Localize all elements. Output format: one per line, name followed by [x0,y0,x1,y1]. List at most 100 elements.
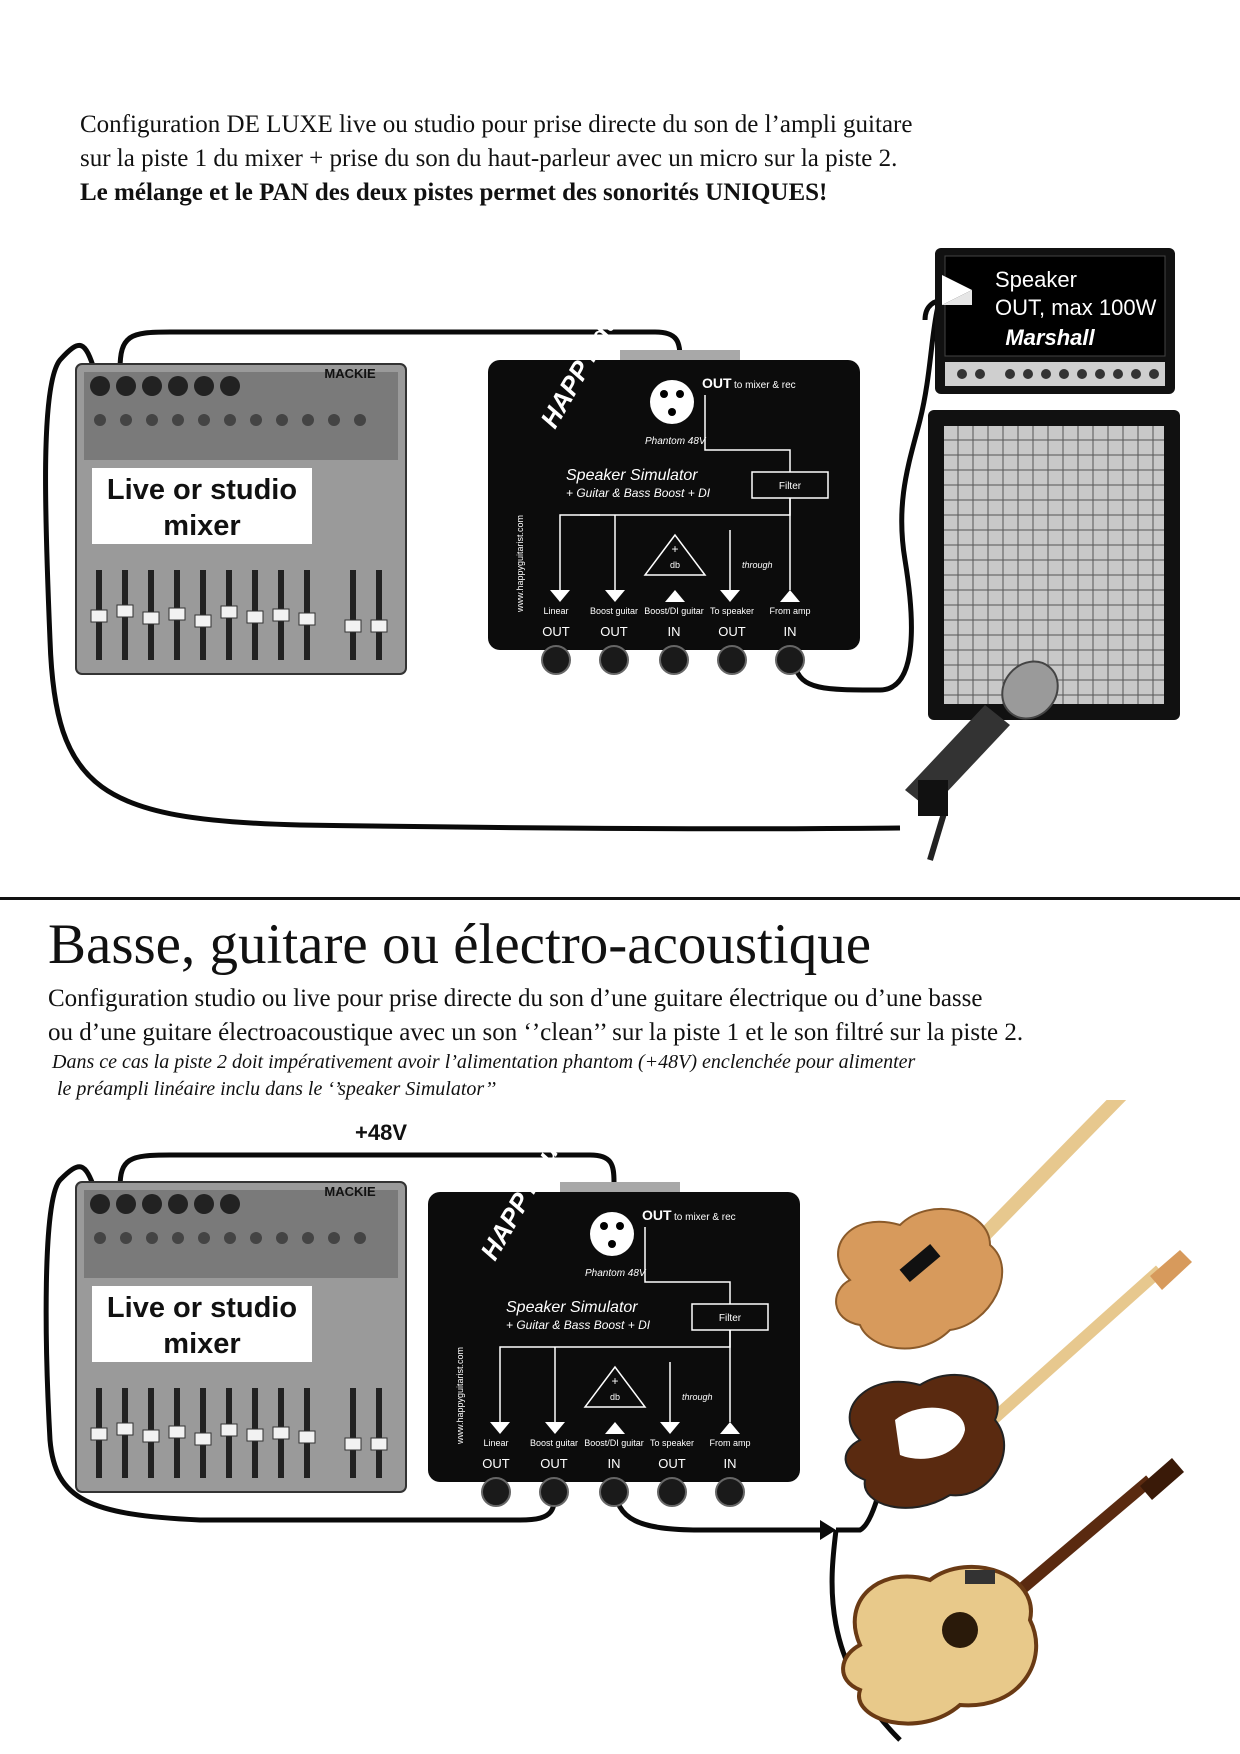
jack-name-1: Linear [543,606,568,616]
intro-text: Configuration DE LUXE live ou studio pou… [80,108,1160,210]
speaker-simulator-bottom: HAPPY guitarist OUT to mixer & rec Phant… [428,1100,800,1507]
cabinet-grille [944,426,1164,704]
amp-knobs [957,369,1159,379]
device-title: Speaker Simulator [566,467,698,484]
electric-pickguard [895,1407,965,1459]
device-body [488,360,860,650]
jack-name-3: Boost/DI guitar [584,1438,644,1448]
para-line-1: Configuration studio ou live pour prise … [48,985,983,1012]
speaker-out-arrow-icon [942,275,972,305]
device-plus: + [671,542,678,556]
bass-guitar-icon [835,1100,1127,1350]
top-diagram: MACKIE Live or studio mixer HAPPY guitar… [43,245,1180,861]
device-plus: + [611,1374,618,1388]
cable-mixer-to-device-out [117,329,683,371]
mixer-label-box [92,1286,312,1362]
acoustic-soundhole [942,1612,978,1648]
device-circuit [499,1227,731,1422]
mixer-brand: MACKIE [324,366,376,381]
speaker-out-arrow-2-icon [942,290,972,305]
xlr-inputs [90,376,240,396]
mixer-knobs [94,414,366,426]
bass-neck [954,1100,1127,1265]
jack-name-5: From amp [709,1438,750,1448]
mixer-input-strip [84,372,398,460]
jack-dir-1: OUT [482,1456,510,1471]
jack-name-2: Boost guitar [530,1438,578,1448]
section-note: Dans ce cas la piste 2 doit impérativeme… [52,1049,1152,1103]
intro-line-2: sur la piste 1 du mixer + prise du son d… [80,145,898,172]
jack-name-4: To speaker [650,1438,694,1448]
device-jack-arrows [490,1422,740,1434]
mixer-label-line1: Live or studio [107,1292,297,1324]
cable-mixer-to-mic [43,342,901,832]
splitter-icon [820,1520,836,1540]
device-out-label: OUT [702,375,732,391]
mixer-input-strip [84,1190,398,1278]
jack-dir-5: IN [784,624,797,639]
acoustic-preamp [965,1570,995,1584]
device-jacks [481,1477,745,1507]
mixer-knobs [94,1232,366,1244]
amp-head: Speaker OUT, max 100W Marshall [935,248,1175,394]
amp-label-line1: Speaker [995,267,1077,292]
device-phantom: Phantom 48V [585,1268,647,1279]
device-jack-arrows [550,590,800,602]
amp-head-panel [944,255,1166,357]
cable-mixer-to-device-phantom [117,1152,617,1189]
device-out-sub: to mixer & rec [674,1212,736,1223]
device-jack-dirs: OUT OUT IN OUT IN [542,624,796,639]
bottom-diagram: +48V MACKIE Live or studio mixer [43,1100,1192,1742]
mic-head-icon [1001,660,1059,720]
speaker-simulator-top: HAPPY guitarist OUT to mixer & rec Phant… [488,245,860,675]
device-db: db [670,560,680,570]
microphone [905,660,1059,861]
device-out-sub: to mixer & rec [734,380,796,391]
cable-device-from-amp [792,280,952,693]
device-jack-names: Linear Boost guitar Boost/DI guitar To s… [483,1438,750,1448]
bass-body [835,1208,1004,1350]
xlr-output-bottom [590,1212,634,1256]
device-filter: Filter [779,481,802,492]
jack-name-4: To speaker [710,606,754,616]
intro-line-3: Le mélange et le PAN des deux pistes per… [80,179,828,206]
mixer-top: MACKIE Live or studio mixer [75,363,407,675]
device-circuit [559,395,791,590]
section-paragraph: Configuration studio ou live pour prise … [48,982,1228,1050]
electric-headstock [1150,1250,1192,1290]
jack-name-1: Linear [483,1438,508,1448]
jack-dir-2: OUT [540,1456,568,1471]
jack-name-2: Boost guitar [590,606,638,616]
amp-label-line2: OUT, max 100W [995,295,1157,320]
jack-name-3: Boost/DI guitar [644,606,704,616]
mixer-fader-caps [90,604,388,633]
mixer-label-line2: mixer [163,1328,240,1360]
note-line-1: Dans ce cas la piste 2 doit impérativeme… [52,1051,916,1073]
jack-dir-1: OUT [542,624,570,639]
section-divider [0,897,1240,900]
acoustic-headstock [1140,1458,1184,1500]
device-title: Speaker Simulator [506,1299,638,1316]
jack-dir-5: IN [724,1456,737,1471]
phantom-label: +48V [355,1120,407,1145]
mixer-bottom: MACKIE Live or studio mixer [75,1181,407,1493]
amp-brand: Marshall [1005,325,1095,350]
device-jack-dirs: OUT OUT IN OUT IN [482,1456,736,1471]
xlr-output-top [650,380,694,424]
jack-name-5: From amp [769,606,810,616]
speaker-cabinet [928,410,1180,720]
jack-dir-3: IN [608,1456,621,1471]
xlr-inputs [90,1194,240,1214]
jack-dir-4: OUT [658,1456,686,1471]
device-phantom: Phantom 48V [645,436,707,447]
electric-guitar-icon [844,1250,1192,1509]
jack-dir-3: IN [668,624,681,639]
device-through: through [742,560,773,570]
device-jack-names: Linear Boost guitar Boost/DI guitar To s… [543,606,810,616]
mic-stand [927,809,948,861]
section-title: Basse, guitare ou électro-acoustique [48,913,872,976]
cable-mixer-to-device-linear [43,1164,558,1523]
jack-dir-2: OUT [600,624,628,639]
device-jacks [541,645,805,675]
device-through: through [682,1392,713,1402]
